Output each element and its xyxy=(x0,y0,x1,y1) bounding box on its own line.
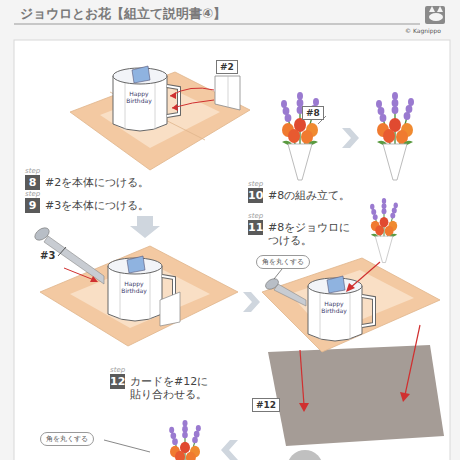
step-number: 10 xyxy=(248,188,263,203)
can-print: Happy Birthday xyxy=(118,90,160,104)
step-word: step xyxy=(25,167,40,175)
callout-number: #8 xyxy=(306,107,320,119)
step-word: step xyxy=(248,212,263,220)
note-tag: 角を丸くする xyxy=(40,432,94,446)
can-print: Happy Birthday xyxy=(313,300,355,314)
step-instruction: #3を本体につける。 xyxy=(45,199,149,212)
step-instruction: カードを#12に 貼り合わせる。 xyxy=(130,375,230,401)
step-instruction: #8の組み立て。 xyxy=(268,189,350,202)
note-text: 角を丸くする xyxy=(46,434,88,444)
step-instruction: #8をジョウロに つける。 xyxy=(268,221,360,247)
step-badge: step11 xyxy=(248,212,263,235)
page-title: ジョウロとお花【組立て説明書④】 xyxy=(20,5,226,23)
step-badge: step8 xyxy=(25,167,40,190)
part-callout: #12 xyxy=(252,398,280,412)
step-number: 9 xyxy=(25,198,40,213)
step-badge: step12 xyxy=(110,366,125,389)
callout-number: #12 xyxy=(256,399,276,411)
callout-number: #2 xyxy=(220,61,234,73)
step-number: 11 xyxy=(248,220,263,235)
callout-number: #3 xyxy=(40,250,55,262)
note-text: 角を丸くする xyxy=(262,257,304,267)
step-word: step xyxy=(110,366,125,374)
step-word: step xyxy=(248,180,263,188)
part-callout: #2 xyxy=(216,60,238,74)
can-print: Happy Birthday xyxy=(113,280,155,294)
step-badge: step10 xyxy=(248,180,263,203)
copyright: © Kagnippo xyxy=(405,27,441,34)
step-word: step xyxy=(25,190,40,198)
step-number: 12 xyxy=(110,374,125,389)
step-number: 8 xyxy=(25,175,40,190)
step-instruction: #2を本体につける。 xyxy=(45,176,149,189)
part-callout: #8 xyxy=(302,106,324,120)
step-badge: step9 xyxy=(25,190,40,213)
note-tag: 角を丸くする xyxy=(256,255,310,269)
